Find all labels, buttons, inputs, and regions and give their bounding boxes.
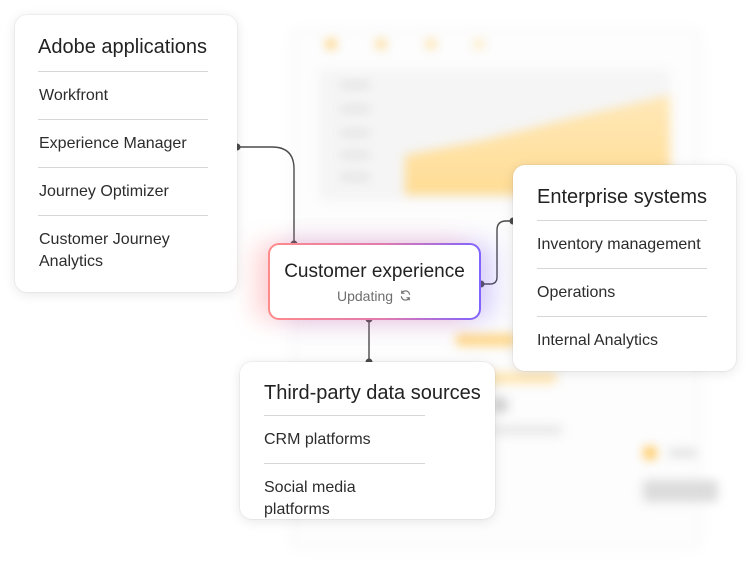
adobe-applications-list: Workfront Experience Manager Journey Opt… (38, 71, 208, 285)
status-text: Updating (336, 287, 394, 304)
list-item: Workfront (38, 71, 208, 119)
adobe-applications-card: Adobe applications Workfront Experience … (15, 15, 237, 292)
card-title: Enterprise systems (537, 186, 708, 208)
list-item: Social media platforms (264, 463, 425, 533)
customer-experience-node-body: Customer experience Updating (270, 245, 479, 318)
third-party-sources-list: CRM platforms Social media platforms (264, 415, 425, 533)
card-title: Adobe applications (38, 36, 208, 58)
connector-center-to-enterprise (481, 220, 513, 285)
third-party-data-sources-card: Third-party data sources CRM platforms S… (240, 362, 495, 519)
list-item: Experience Manager (38, 119, 208, 167)
node-status: Updating (337, 288, 412, 304)
list-item: Operations (537, 268, 707, 316)
sync-icon (400, 290, 411, 301)
enterprise-systems-card: Enterprise systems Inventory management … (513, 165, 736, 371)
list-item: Internal Analytics (537, 316, 707, 364)
enterprise-systems-list: Inventory management Operations Internal… (537, 220, 707, 364)
node-title: Customer experience (284, 260, 465, 282)
list-item: Customer Journey Analytics (38, 215, 208, 285)
connector-adobe-to-center (237, 146, 295, 244)
list-item: Journey Optimizer (38, 167, 208, 215)
list-item: CRM platforms (264, 415, 425, 463)
card-title: Third-party data sources (264, 382, 481, 404)
list-item: Inventory management (537, 220, 707, 268)
customer-experience-node: Customer experience Updating (268, 243, 481, 320)
